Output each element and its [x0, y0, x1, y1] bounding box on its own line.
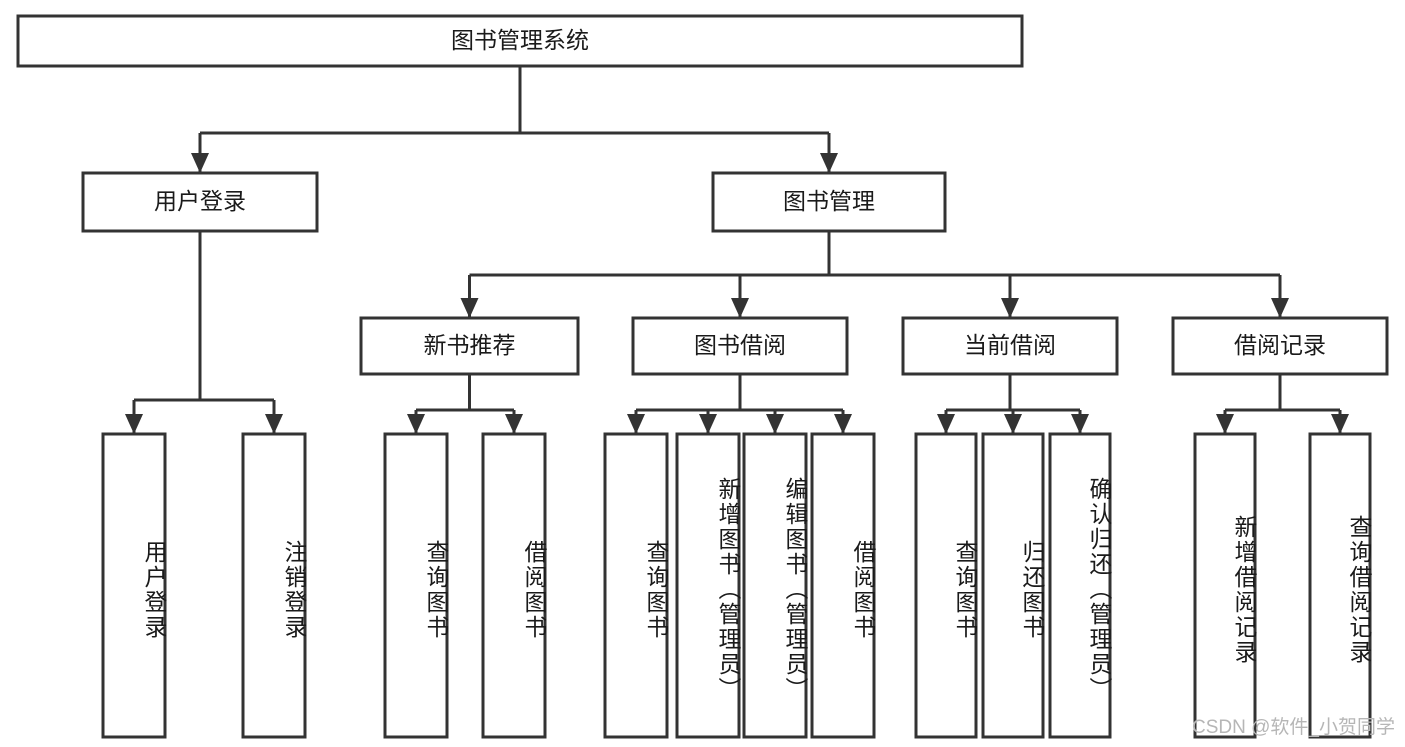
arrow-head-icon	[627, 414, 645, 434]
arrow-head-icon	[731, 298, 749, 318]
arrow-head-icon	[1001, 298, 1019, 318]
node-box-leaf-add-record[interactable]	[1193, 432, 1257, 739]
arrow-head-icon	[1271, 298, 1289, 318]
node-box-new-book-recommend[interactable]	[359, 316, 580, 376]
arrow-head-icon	[820, 153, 838, 173]
node-box-user-login[interactable]	[81, 171, 319, 233]
connectors-layer	[125, 66, 1349, 434]
arrow-head-icon	[1216, 414, 1234, 434]
arrow-head-icon	[1331, 414, 1349, 434]
node-box-leaf-edit-book[interactable]	[742, 432, 808, 739]
arrow-head-icon	[125, 414, 143, 434]
node-label-new-book-recommend: 新书推荐	[424, 332, 516, 358]
node-label-root: 图书管理系统	[451, 27, 589, 53]
node-box-leaf-borrow-book-1[interactable]	[481, 432, 547, 739]
node-box-leaf-query-book-2[interactable]	[603, 432, 669, 739]
node-label-current-borrow: 当前借阅	[964, 332, 1056, 358]
node-box-leaf-query-book-1[interactable]	[383, 432, 449, 739]
arrow-head-icon	[937, 414, 955, 434]
node-box-leaf-confirm-return[interactable]	[1048, 432, 1112, 739]
arrow-head-icon	[1071, 414, 1089, 434]
node-box-leaf-add-book[interactable]	[675, 432, 741, 739]
node-box-leaf-query-record[interactable]	[1308, 432, 1372, 739]
arrow-head-icon	[766, 414, 784, 434]
node-box-leaf-borrow-book-2[interactable]	[810, 432, 876, 739]
node-box-leaf-return-book[interactable]	[981, 432, 1045, 739]
node-box-root[interactable]	[16, 14, 1024, 68]
node-box-leaf-query-book-3[interactable]	[914, 432, 978, 739]
arrow-head-icon	[505, 414, 523, 434]
arrow-head-icon	[191, 153, 209, 173]
node-label-borrow-record: 借阅记录	[1234, 332, 1326, 358]
boxes-layer	[16, 14, 1389, 739]
arrow-head-icon	[407, 414, 425, 434]
node-box-leaf-logout[interactable]	[241, 432, 307, 739]
node-label-book-borrow: 图书借阅	[694, 332, 786, 358]
node-label-book-management: 图书管理	[783, 188, 875, 214]
node-box-book-management[interactable]	[711, 171, 947, 233]
arrow-head-icon	[265, 414, 283, 434]
node-box-borrow-record[interactable]	[1171, 316, 1389, 376]
arrow-head-icon	[699, 414, 717, 434]
arrow-head-icon	[460, 298, 479, 318]
arrow-head-icon	[1004, 414, 1022, 434]
node-box-leaf-user-login[interactable]	[101, 432, 167, 739]
node-label-user-login: 用户登录	[154, 188, 246, 214]
arrow-head-icon	[834, 414, 852, 434]
node-box-current-borrow[interactable]	[901, 316, 1119, 376]
node-box-book-borrow[interactable]	[631, 316, 849, 376]
